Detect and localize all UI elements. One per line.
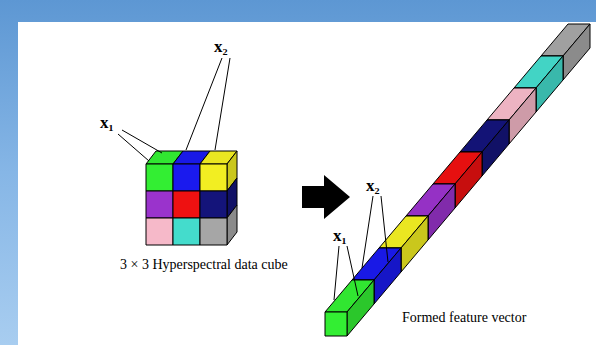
vector-symbol: x₂ (366, 177, 380, 194)
cube-front-cell (173, 218, 200, 245)
vector-symbol: x₂ (214, 38, 228, 55)
leader-line (381, 196, 388, 262)
vector-side-face (563, 24, 590, 80)
vector-side-face (401, 216, 428, 272)
leader-lines (118, 58, 388, 300)
cube-front-cell (173, 191, 200, 218)
leader-line (118, 134, 149, 161)
leader-line (362, 196, 373, 268)
data-cube (146, 151, 237, 245)
block-arrow (302, 175, 350, 219)
leader-line (334, 246, 339, 300)
leader-line (347, 246, 358, 296)
vector-side-face (509, 88, 536, 144)
cube-front-cell (200, 164, 227, 191)
vector-side-face (536, 56, 563, 112)
vector-side-face (482, 120, 509, 176)
cube-side-cell (227, 205, 237, 245)
feature-vector (325, 24, 590, 336)
vector-side-face (428, 184, 455, 240)
cube-front-cell (200, 191, 227, 218)
figure-caption: Formed feature vector (402, 311, 526, 325)
cube-front-cell (146, 218, 173, 245)
vector-front-face (325, 312, 347, 336)
leader-line (215, 58, 230, 150)
figure-caption: 3 × 3 Hyperspectral data cube (120, 258, 288, 272)
slide-panel (18, 22, 596, 345)
cube-front-cell (200, 218, 227, 245)
vector-symbol: x₁ (100, 114, 114, 131)
vector-side-face (347, 280, 374, 336)
vector-side-face (455, 152, 482, 208)
leader-line (186, 58, 222, 150)
leader-line (122, 130, 162, 153)
vector-symbol: x₁ (333, 227, 347, 244)
cube-front-cell (146, 164, 173, 191)
cube-front-cell (146, 191, 173, 218)
cube-front-cell (173, 164, 200, 191)
